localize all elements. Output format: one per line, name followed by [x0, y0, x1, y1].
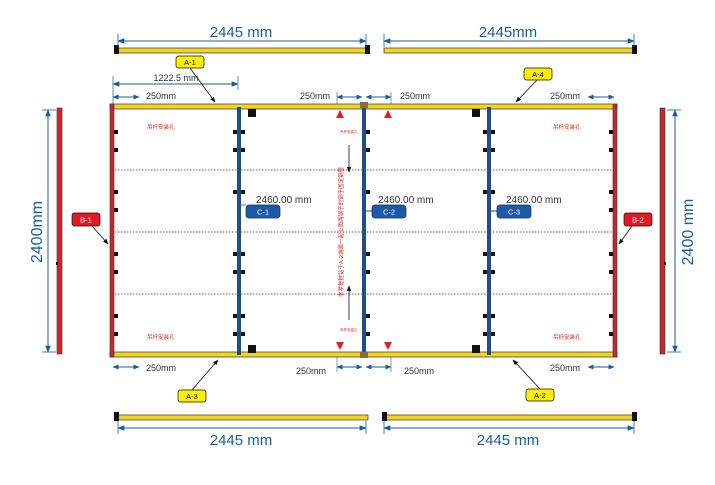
- dim-height-right-label: 2400 mm: [680, 199, 697, 266]
- hoist-hole-notes: 吊杆安装孔 吊杆安装孔 吊杆安装孔 吊杆安装孔 吊杆安装孔 吊杆安装孔 本孝桩桩…: [147, 123, 581, 341]
- main-frame: [109, 102, 618, 358]
- column-c3: [487, 107, 491, 355]
- bottom-left-beam: [114, 412, 369, 421]
- note-hoist-bl: 吊杆安装孔: [147, 333, 175, 341]
- dim-top-left-label: 2445 mm: [210, 24, 273, 41]
- lift-point-icon: [336, 342, 344, 350]
- offset-bottom-mid-right: 250mm: [404, 366, 434, 376]
- offset-top-left: 250mm: [146, 91, 176, 101]
- note-small-top: 吊杆安装孔: [340, 129, 358, 134]
- tag-c2: C-2: [366, 204, 407, 219]
- dim-top-right-label: 2445mm: [479, 24, 537, 41]
- tag-b1: B-1: [71, 212, 109, 245]
- dim-bottom-left: 2445 mm: [117, 421, 367, 449]
- tag-a2-label: A-2: [534, 391, 546, 400]
- lift-point-icon: [336, 110, 344, 118]
- tag-a3: A-3: [177, 359, 219, 403]
- column-dims: 2460.00 mm 2460.00 mm 2460.00 mm: [241, 195, 562, 206]
- column-c2: [362, 107, 366, 355]
- tag-c1: C-1: [245, 204, 281, 219]
- offset-bottom-right: 250mm: [550, 363, 580, 373]
- right-separate-post: [659, 107, 666, 355]
- main-left-post: [109, 103, 115, 358]
- offset-bottom-mid-left: 250mm: [296, 366, 326, 376]
- top-left-beam: [114, 45, 370, 54]
- dim-offsets-top: 250mm 250mm 250mm 250mm: [112, 91, 615, 104]
- dim-height-right: 2400 mm: [667, 109, 697, 353]
- left-separate-post: [56, 107, 63, 355]
- tag-c2-label: C-2: [383, 208, 395, 217]
- offset-top-mid-right: 250mm: [400, 91, 430, 101]
- column-c1: [237, 107, 241, 355]
- lift-point-icon: [384, 110, 392, 118]
- dim-top-left: 2445 mm: [117, 24, 367, 47]
- dim-half-span-label: 1222.5 mm: [153, 73, 198, 83]
- column-c2-dim: 2460.00 mm: [378, 195, 434, 206]
- tag-b1-label: B-1: [80, 216, 92, 225]
- top-right-beam: [383, 45, 637, 54]
- tag-a4: A-4: [515, 67, 553, 103]
- bottom-right-beam: [382, 412, 637, 421]
- offset-top-mid-left: 250mm: [300, 91, 330, 101]
- lift-point-icon: [384, 342, 392, 350]
- tag-c3-label: C-3: [508, 208, 520, 217]
- tag-a1-label: A-1: [184, 58, 196, 67]
- column-c3-dim: 2460.00 mm: [506, 195, 562, 206]
- dim-offsets-bottom: 250mm 250mm 250mm 250mm: [112, 357, 615, 376]
- tag-a4-label: A-4: [532, 70, 544, 79]
- tag-a1: A-1: [175, 55, 216, 103]
- note-hoist-br: 吊杆安装孔: [553, 333, 581, 341]
- note-center-vertical: 本孝桩桩钻于A-2端面一起上面两钢子的钢子固定钢管: [337, 166, 345, 297]
- column-c1-dim: 2460.00 mm: [256, 195, 312, 206]
- dim-bottom-right-label: 2445 mm: [477, 432, 540, 449]
- tag-c1-label: C-1: [257, 208, 269, 217]
- dim-height-left: 2400mm: [29, 109, 56, 353]
- note-hoist-tl: 吊杆安装孔: [147, 123, 175, 131]
- offset-top-right: 250mm: [550, 91, 580, 101]
- dim-bottom-right: 2445 mm: [383, 421, 635, 449]
- tag-b2-label: B-2: [632, 216, 644, 225]
- dim-bottom-left-label: 2445 mm: [210, 432, 273, 449]
- note-hoist-tr: 吊杆安装孔: [553, 123, 581, 131]
- offset-bottom-left: 250mm: [146, 363, 176, 373]
- dim-top-right: 2445mm: [383, 24, 635, 47]
- tag-b2: B-2: [618, 212, 653, 245]
- tag-c3: C-3: [491, 204, 532, 219]
- main-right-post: [612, 103, 618, 358]
- bolt-markers: [114, 130, 613, 336]
- tag-a2: A-2: [512, 359, 555, 402]
- tag-a3-label: A-3: [186, 392, 198, 401]
- note-small-bottom: 吊杆安装孔: [340, 327, 358, 332]
- dim-height-left-label: 2400mm: [29, 201, 46, 263]
